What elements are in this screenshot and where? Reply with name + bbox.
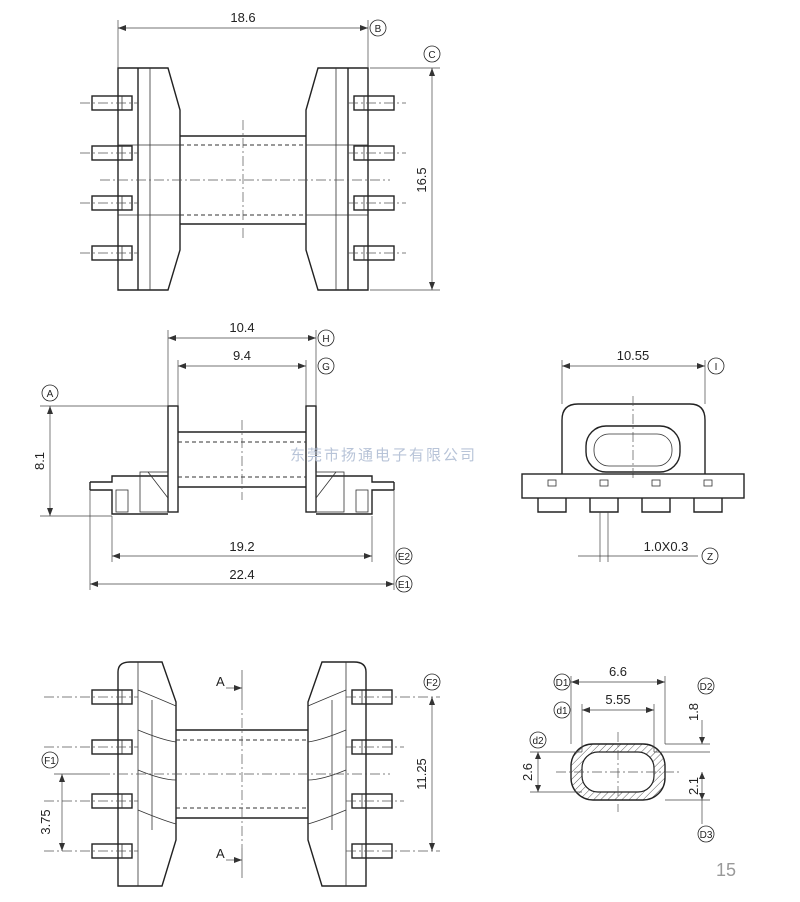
callout-z: Z — [707, 552, 713, 563]
section-outer-h-label: 2.1 — [686, 777, 701, 795]
callout-d3: D3 — [700, 830, 713, 841]
callout-g: G — [322, 362, 330, 373]
side-total-label: 22.4 — [229, 567, 254, 582]
callout-f2: F2 — [426, 678, 438, 689]
section-top-label: 1.8 — [686, 703, 701, 721]
side-outer-label: 10.4 — [229, 320, 254, 335]
callout-d: d1 — [556, 706, 568, 717]
callout-a: A — [47, 389, 54, 400]
section-mark-top: A — [216, 674, 225, 689]
watermark: 东莞市扬通电子有限公司 — [290, 447, 477, 464]
top-height-label: 16.5 — [414, 167, 429, 192]
callout-d2b: D2 — [700, 682, 713, 693]
end-width-label: 10.55 — [617, 348, 650, 363]
side-view: 10.4 H 9.4 G 8.1 A 19.2 E2 22.4 E1 — [32, 320, 413, 593]
side-height-label: 8.1 — [32, 452, 47, 470]
page-number: 15 — [716, 860, 736, 880]
section-inner-label: 5.55 — [605, 692, 630, 707]
top-width-label: 18.6 — [230, 10, 255, 25]
callout-d2: d2 — [532, 736, 544, 747]
callout-e1: E1 — [398, 580, 411, 591]
callout-e2: E2 — [398, 552, 411, 563]
bottom-view: A A 11.25 F2 3 — [38, 661, 441, 887]
section-mark-bottom: A — [216, 846, 225, 861]
section-outer-label: 6.6 — [609, 664, 627, 679]
section-inner-h-label: 2.6 — [520, 763, 535, 781]
callout-b: B — [375, 24, 382, 35]
bottom-pitch-label: 11.25 — [414, 758, 429, 790]
end-pin-label: 1.0X0.3 — [644, 539, 689, 554]
bottom-offset-label: 3.75 — [38, 809, 53, 834]
callout-f1: F1 — [44, 756, 56, 767]
side-base-label: 19.2 — [229, 539, 254, 554]
callout-h: H — [322, 334, 329, 345]
side-inner-label: 9.4 — [233, 348, 251, 363]
callout-c: C — [428, 50, 435, 61]
callout-d1: D1 — [556, 678, 569, 689]
end-view: 10.55 I 1.0X0.3 Z — [521, 348, 745, 565]
section-view: 6.6 D1 5.55 d1 1.8 D2 2.1 D3 2.6 d2 — [520, 664, 715, 843]
callout-i: I — [715, 362, 718, 373]
top-view: 18.6 B 16.5 C — [80, 10, 441, 291]
